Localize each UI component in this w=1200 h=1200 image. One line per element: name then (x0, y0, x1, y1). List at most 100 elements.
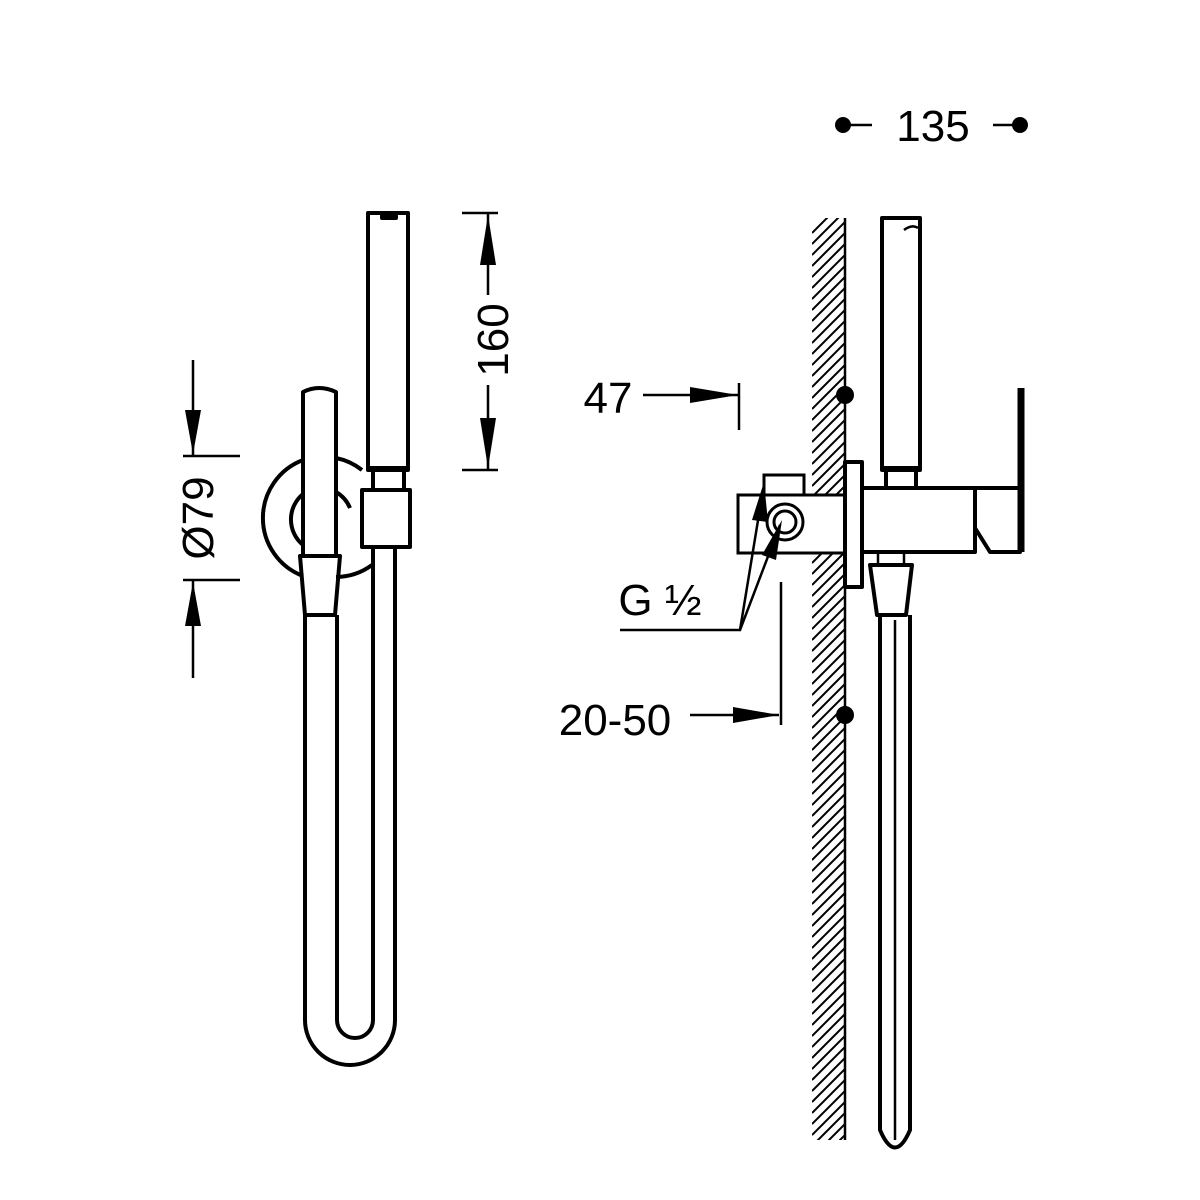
wall-flange-side (843, 460, 864, 589)
hatch-line (812, 584, 845, 619)
dimension-47: 47 (584, 374, 741, 430)
side-view: 135 (559, 102, 1028, 1200)
dimension-label-20-50: 20-50 (559, 696, 672, 745)
hatch-line (812, 243, 845, 278)
hatch-line (812, 430, 845, 465)
hose-side (876, 553, 912, 1150)
hatch-line (812, 320, 845, 355)
hatch-line (812, 309, 845, 344)
hatch-line (812, 815, 845, 850)
hatch-line (812, 925, 845, 960)
hatch-line (827, 1123, 845, 1140)
hatch-line (812, 749, 845, 784)
hatch-line (812, 364, 845, 399)
hose-cone-front (298, 554, 342, 617)
hatch-line (812, 1168, 845, 1200)
hatch-line (812, 562, 845, 597)
handshower-side (880, 216, 922, 488)
hatch-line (812, 218, 840, 245)
hatch-line (812, 672, 845, 707)
hatch-line (812, 331, 845, 366)
hatch-line (812, 1068, 845, 1103)
wall-flange-front (260, 456, 374, 579)
hatch-line (812, 870, 845, 905)
hatch-line (812, 1035, 845, 1070)
hatch-line (812, 628, 845, 663)
hatch-line (812, 1090, 845, 1125)
hatch-line (812, 218, 829, 234)
hatch-line (812, 342, 845, 377)
hatch-line (812, 694, 845, 729)
hatch-line (812, 1057, 845, 1092)
holder-block-front (360, 488, 412, 549)
hatch-line (812, 408, 845, 443)
hatch-line (812, 441, 845, 476)
hatch-line (812, 573, 845, 608)
hatch-line (812, 463, 845, 498)
hatch-line (812, 276, 845, 311)
hatch-line (812, 771, 845, 806)
thread-callout: G ½ (618, 482, 782, 632)
hatch-line (812, 617, 845, 652)
hatch-line (812, 848, 845, 883)
lever-handle (973, 388, 1025, 554)
hatch-line (812, 639, 845, 674)
hatch-line (812, 232, 845, 267)
hatch-line (812, 991, 845, 1026)
hatch-line (812, 782, 845, 817)
hatch-line (812, 716, 845, 751)
dimension-label-135: 135 (896, 102, 969, 151)
hatch-line (812, 1179, 845, 1200)
hatch-line (812, 1013, 845, 1048)
hatch-line (812, 419, 845, 454)
hatch-line (812, 914, 845, 949)
hatch-line (812, 287, 845, 322)
dimension-label-47: 47 (584, 374, 633, 423)
hatch-line (812, 606, 845, 641)
hatch-line (812, 1046, 845, 1081)
hatch-line (812, 760, 845, 795)
wall-section (812, 218, 854, 1200)
hatch-line (812, 452, 845, 487)
thread-label: G ½ (618, 576, 701, 625)
dimension-135: 135 (835, 102, 1028, 151)
hatch-line (812, 892, 845, 927)
hatch-line (812, 980, 845, 1015)
dimension-label-160: 160 (469, 303, 518, 376)
dimension-79: Ø79 (174, 360, 240, 678)
hatch-line (812, 661, 845, 696)
hatch-line (812, 958, 845, 993)
hatch-line (812, 969, 845, 1004)
hatch-line (812, 650, 845, 685)
dimension-160: 160 (462, 211, 518, 472)
hatch-line (812, 727, 845, 762)
hatch-line (812, 1002, 845, 1037)
hatch-line (812, 804, 845, 839)
hatch-line (812, 595, 845, 630)
hatch-line (812, 936, 845, 971)
hose-cone-side (868, 563, 914, 617)
hatch-line (812, 859, 845, 894)
hatch-line (816, 1112, 845, 1140)
hatch-line (812, 947, 845, 982)
hatch-line (812, 375, 845, 410)
hatch-line (812, 793, 845, 828)
hatch-line (812, 738, 845, 773)
hatch-line (812, 1157, 845, 1190)
hatch-line (812, 683, 845, 718)
embedded-valve (736, 473, 847, 555)
hatch-line (812, 254, 845, 289)
hose-front (303, 547, 397, 1067)
handshower-front (366, 211, 410, 490)
hatch-line (812, 1146, 845, 1179)
connector-tube-front (301, 386, 338, 556)
dimension-label-79: Ø79 (174, 476, 223, 559)
hatch-line (812, 551, 845, 586)
hatch-line (812, 397, 845, 432)
dimension-20-50: 20-50 (559, 582, 783, 745)
hatch-line (812, 1101, 845, 1136)
hatch-line (812, 1024, 845, 1059)
hatch-line (812, 221, 845, 256)
hatch-line (812, 837, 845, 872)
